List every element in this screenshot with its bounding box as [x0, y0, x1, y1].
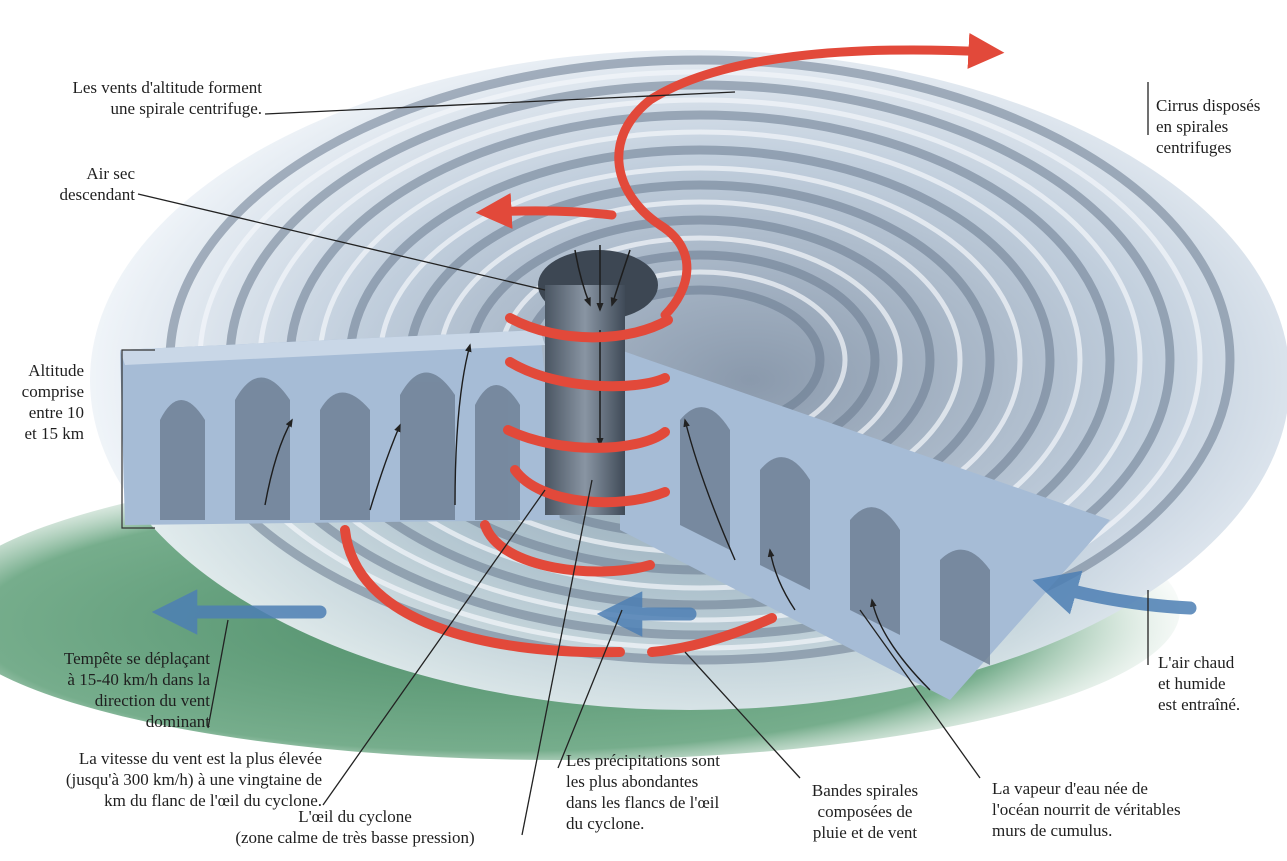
- label-storm-motion: Tempête se déplaçant à 15-40 km/h dans l…: [10, 648, 210, 732]
- label-cirrus: Cirrus disposés en spirales centrifuges: [1156, 95, 1284, 158]
- label-water-vapor: La vapeur d'eau née de l'océan nourrit d…: [992, 778, 1222, 841]
- label-dry-air: Air sec descendant: [10, 163, 135, 205]
- label-altitude: Altitude comprise entre 10 et 15 km: [8, 360, 84, 444]
- label-warm-air: L'air chaud et humide est entraîné.: [1158, 652, 1283, 715]
- label-max-wind: La vitesse du vent est la plus élevée (j…: [10, 748, 322, 811]
- label-upper-winds: Les vents d'altitude forment une spirale…: [10, 77, 262, 119]
- cloud-wall-left: [120, 330, 560, 525]
- label-eye: L'œil du cyclone (zone calme de très bas…: [214, 806, 496, 848]
- label-spiral-bands: Bandes spirales composées de pluie et de…: [790, 780, 940, 843]
- label-precipitation: Les précipitations sont les plus abondan…: [566, 750, 766, 834]
